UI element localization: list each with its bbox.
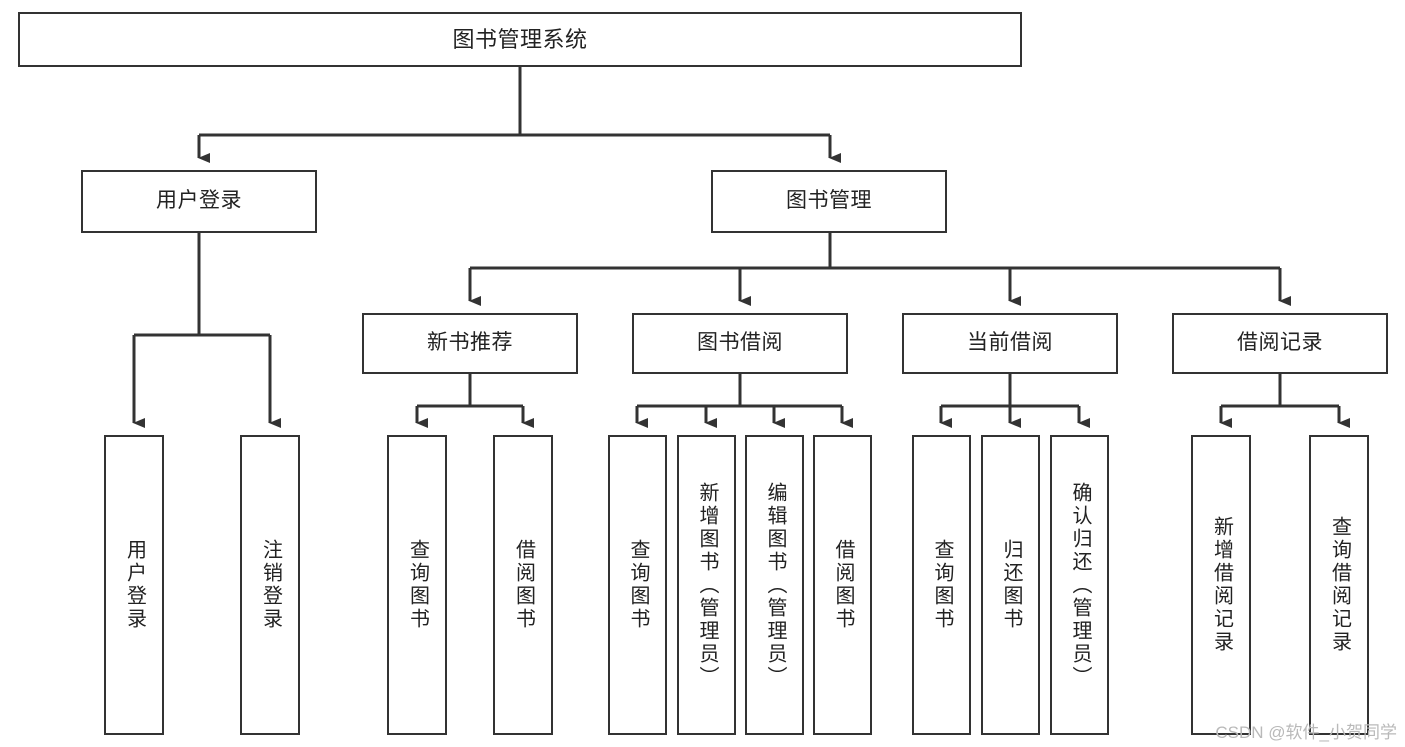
node-label: 借阅记录 (1237, 331, 1323, 355)
leaf-query-book-recommend[interactable]: 查询图书 (387, 435, 447, 735)
node-label: 借阅图书 (512, 539, 535, 631)
leaf-edit-book-admin[interactable]: 编辑图书（管理员） (745, 435, 804, 735)
node-book-management[interactable]: 图书管理 (711, 170, 947, 233)
node-book-borrow[interactable]: 图书借阅 (632, 313, 848, 374)
node-label: 编辑图书（管理员） (764, 481, 786, 689)
node-borrow-record[interactable]: 借阅记录 (1172, 313, 1388, 374)
node-label: 图书管理系统 (452, 26, 588, 52)
leaf-logout-login[interactable]: 注销登录 (240, 435, 300, 735)
node-label: 查询借阅记录 (1328, 516, 1351, 654)
leaf-query-borrow-record[interactable]: 查询借阅记录 (1309, 435, 1369, 735)
leaf-add-book-admin[interactable]: 新增图书（管理员） (677, 435, 736, 735)
node-label: 新书推荐 (427, 331, 513, 355)
node-label: 新增借阅记录 (1210, 516, 1233, 654)
leaf-query-book-current[interactable]: 查询图书 (912, 435, 971, 735)
node-label: 查询图书 (627, 539, 649, 631)
node-label: 用户登录 (123, 539, 146, 631)
csdn-watermark: CSDN @软件_小贺同学 (1215, 723, 1397, 742)
node-current-borrow[interactable]: 当前借阅 (902, 313, 1118, 374)
node-label: 确认归还（管理员） (1069, 481, 1091, 689)
node-new-book-recommend[interactable]: 新书推荐 (362, 313, 578, 374)
node-label: 用户登录 (156, 189, 242, 213)
node-label: 借阅图书 (832, 539, 854, 631)
leaf-user-login[interactable]: 用户登录 (104, 435, 164, 735)
leaf-add-borrow-record[interactable]: 新增借阅记录 (1191, 435, 1251, 735)
leaf-borrow-book-recommend[interactable]: 借阅图书 (493, 435, 553, 735)
leaf-borrow-book[interactable]: 借阅图书 (813, 435, 872, 735)
node-label: 图书管理 (786, 189, 872, 213)
node-root-book-management-system[interactable]: 图书管理系统 (18, 12, 1022, 67)
node-user-login[interactable]: 用户登录 (81, 170, 317, 233)
node-label: 图书借阅 (697, 331, 783, 355)
leaf-confirm-return-admin[interactable]: 确认归还（管理员） (1050, 435, 1109, 735)
node-label: 查询图书 (406, 539, 429, 631)
node-label: 当前借阅 (967, 331, 1053, 355)
leaf-return-book[interactable]: 归还图书 (981, 435, 1040, 735)
leaf-query-book-borrow[interactable]: 查询图书 (608, 435, 667, 735)
node-label: 注销登录 (259, 539, 282, 631)
node-label: 新增图书（管理员） (696, 481, 718, 689)
node-label: 归还图书 (1000, 539, 1022, 631)
node-label: 查询图书 (931, 539, 953, 631)
